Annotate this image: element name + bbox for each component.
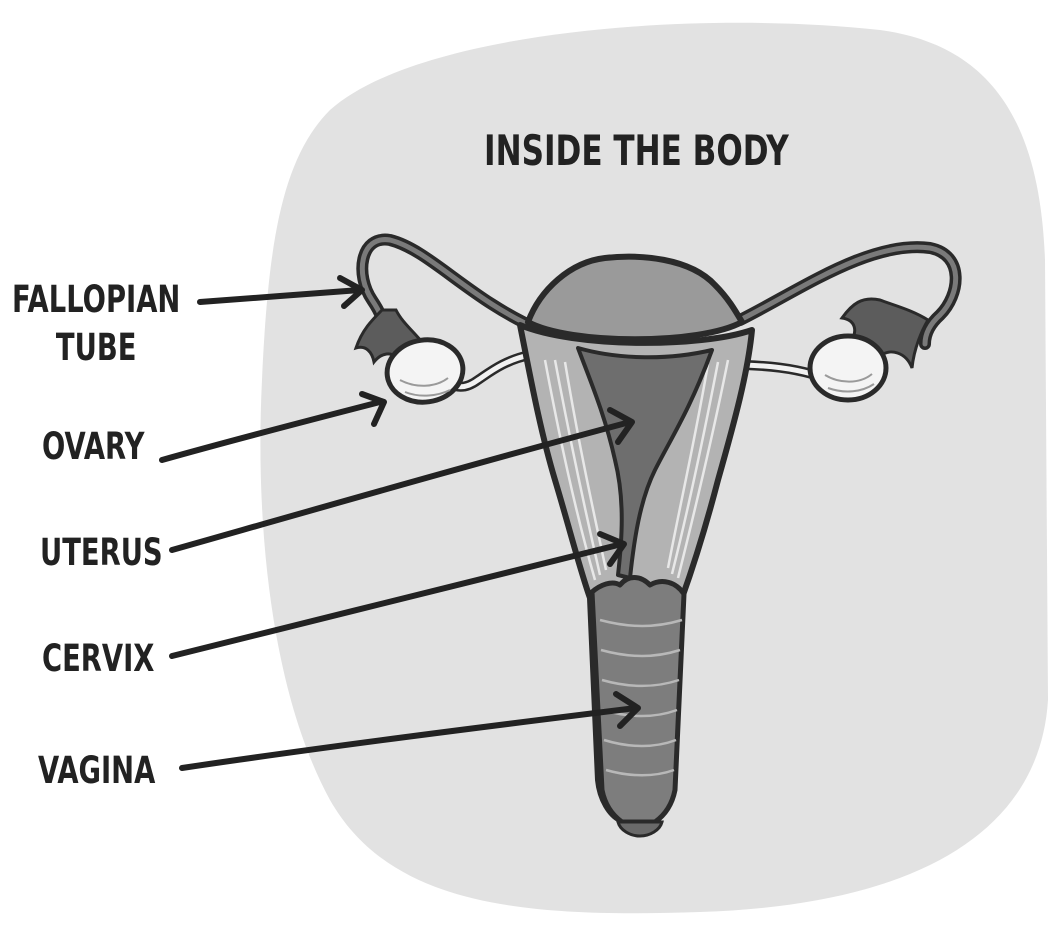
label-uterus: UTERUS <box>40 534 163 571</box>
label-cervix: CERVIX <box>42 640 154 677</box>
label-fallopian-tube: FALLOPIAN TUBE <box>12 276 180 372</box>
diagram-title: INSIDE THE BODY <box>484 126 789 175</box>
right-ovary <box>810 336 886 400</box>
label-vagina: VAGINA <box>38 752 155 789</box>
label-fallopian-tube-line2: TUBE <box>56 324 136 372</box>
cervix-vagina <box>592 578 684 823</box>
label-ovary: OVARY <box>42 428 144 465</box>
label-fallopian-tube-line1: FALLOPIAN <box>12 276 180 324</box>
